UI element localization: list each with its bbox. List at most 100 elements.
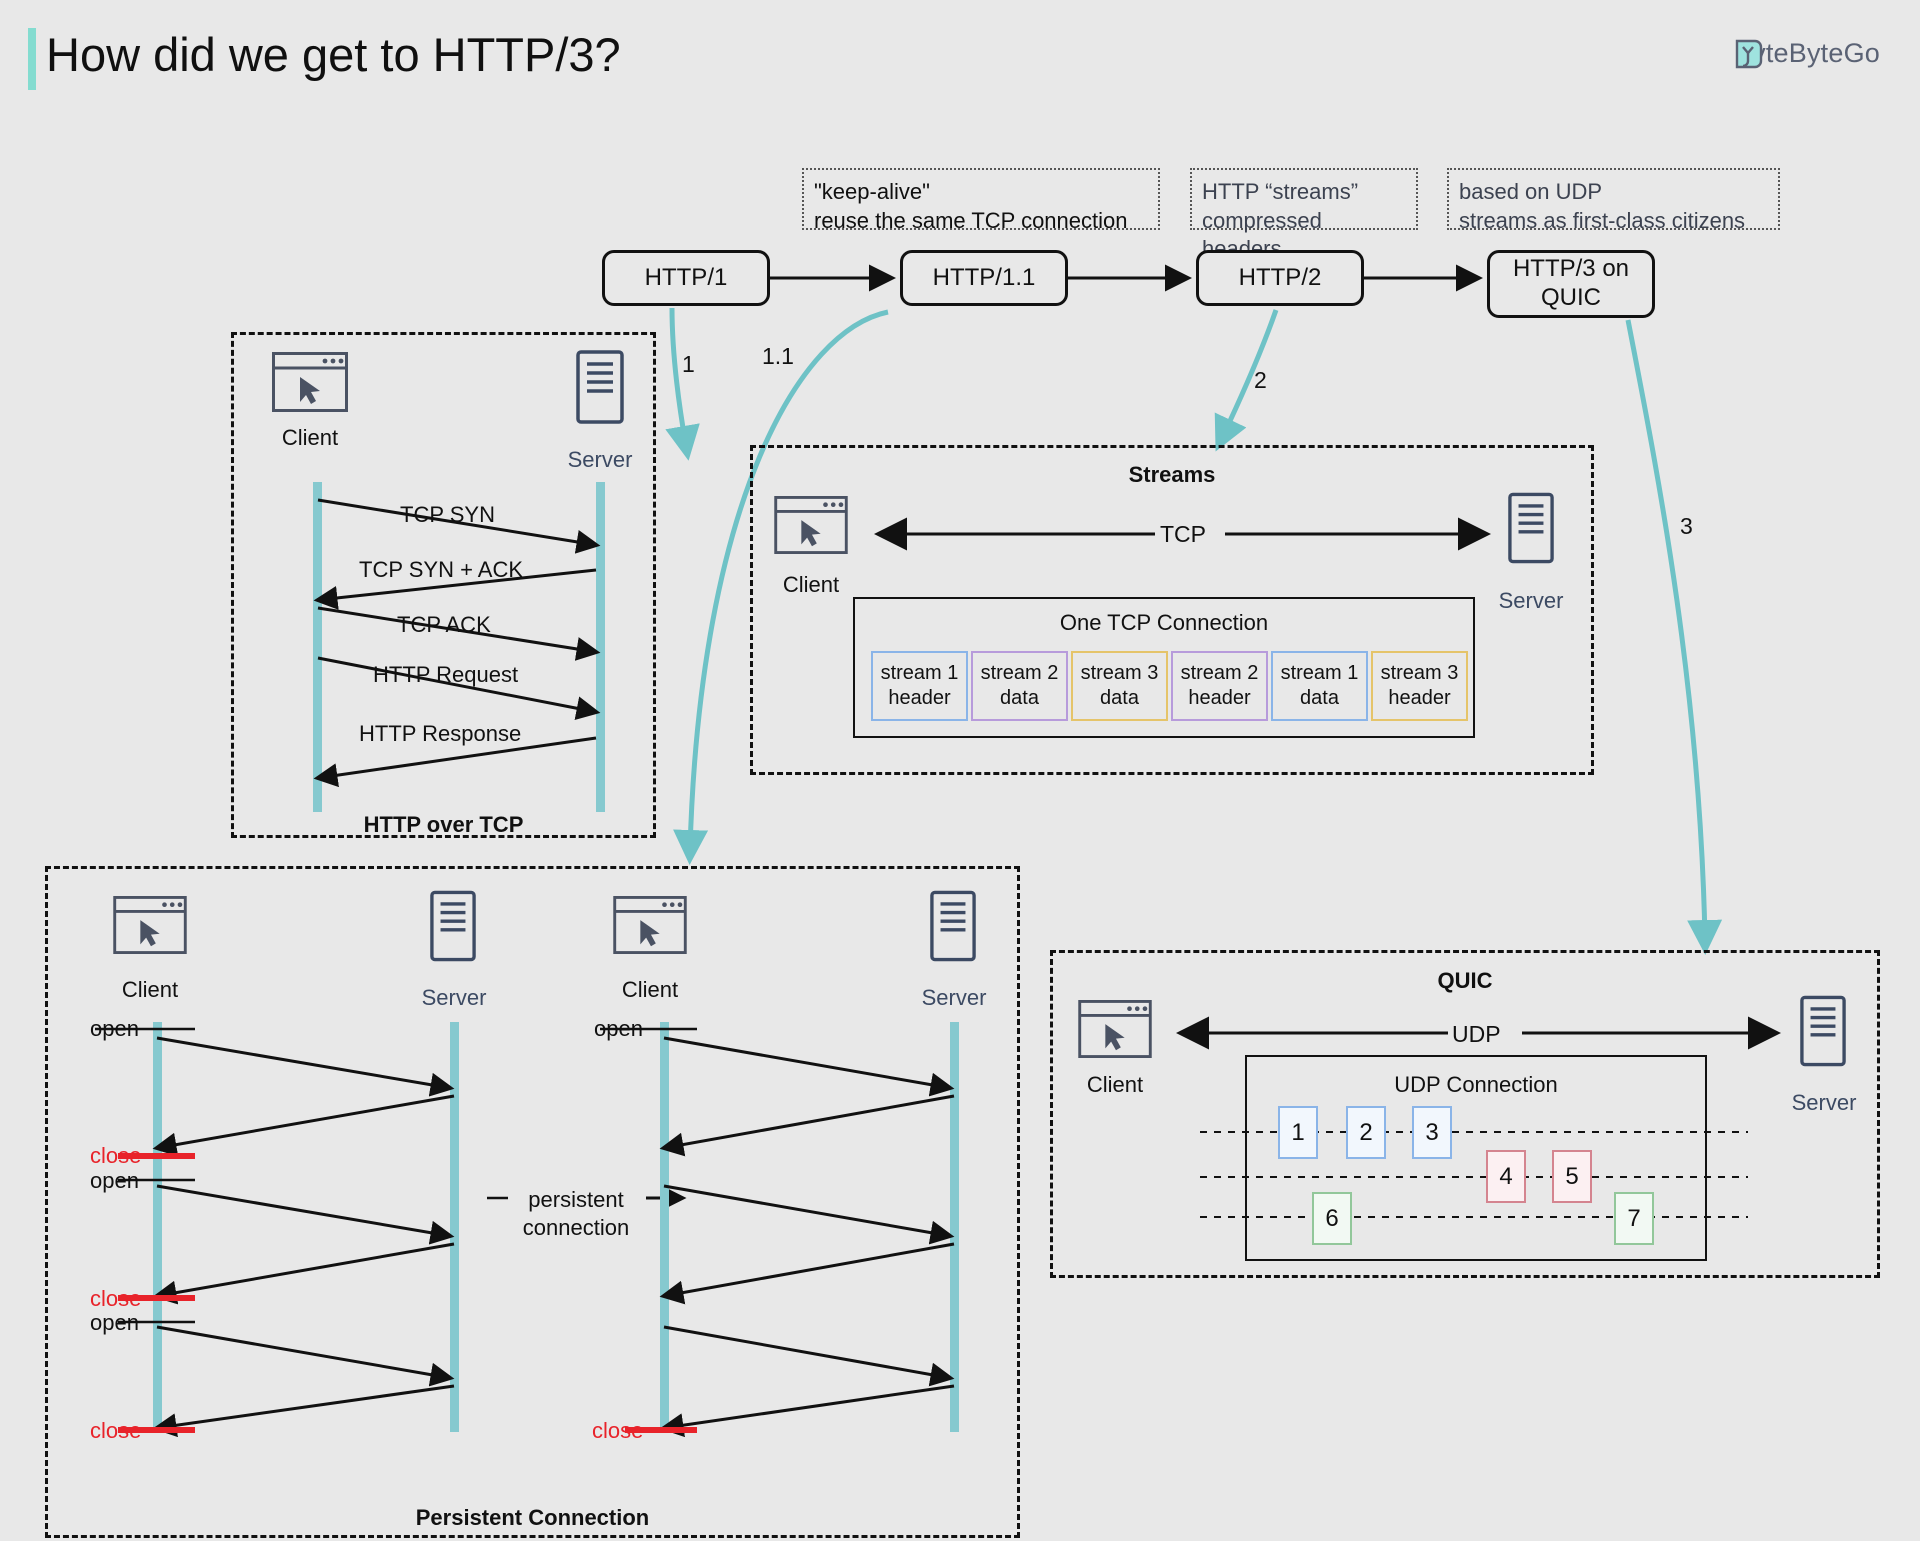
stream-chip-4-name: stream 2 bbox=[1180, 662, 1259, 684]
quic-transport-label-text: UDP bbox=[1452, 1021, 1501, 1047]
stream-chip-5-name: stream 1 bbox=[1280, 662, 1359, 684]
flow-node-http11-label: HTTP/1.1 bbox=[932, 263, 1036, 291]
client-label-http-tcp: Client bbox=[281, 425, 339, 450]
msg-http-request: HTTP Request bbox=[373, 662, 519, 687]
lifeline-client-persistent-right bbox=[660, 1022, 669, 1432]
stream-chip-1-name: stream 1 bbox=[880, 662, 959, 684]
client-label-persistent-left: Client bbox=[121, 977, 179, 1002]
lifeline-client-http-tcp bbox=[313, 482, 322, 812]
flow-node-http3-on-quic[interactable]: HTTP/3 on QUIC bbox=[1487, 250, 1655, 318]
panel-streams bbox=[750, 445, 1594, 775]
quic-packet-1: 1 bbox=[1278, 1106, 1318, 1159]
quic-packet-5: 5 bbox=[1552, 1150, 1592, 1203]
flow-node-http2-label: HTTP/2 bbox=[1238, 263, 1322, 291]
quic-packet-6: 6 bbox=[1312, 1192, 1352, 1245]
event-open-left-2: open bbox=[90, 1168, 139, 1193]
msg-tcp-ack: TCP ACK bbox=[397, 612, 491, 637]
note-keep-alive-line2: reuse the same TCP connection bbox=[814, 207, 1128, 233]
panel-quic-title: QUIC bbox=[1437, 968, 1493, 993]
stream-chip-4-kind: header bbox=[1188, 687, 1251, 709]
server-label-streams: Server bbox=[1498, 588, 1564, 613]
note-keep-alive: "keep-alive" reuse the same TCP connecti… bbox=[802, 168, 1160, 233]
curve-label-2: 2 bbox=[1254, 367, 1267, 393]
msg-http-response: HTTP Response bbox=[359, 721, 522, 746]
note-keep-alive-line1: "keep-alive" bbox=[814, 179, 930, 204]
server-label-persistent-left: Server bbox=[421, 985, 487, 1010]
quic-packet-4: 4 bbox=[1486, 1150, 1526, 1203]
server-label-quic: Server bbox=[1791, 1090, 1857, 1115]
client-label-streams: Client bbox=[782, 572, 840, 597]
note-http-streams: HTTP “streams” compressed headers bbox=[1190, 168, 1418, 261]
event-close-right-1: close bbox=[592, 1418, 644, 1443]
event-open-left-1: open bbox=[90, 1016, 139, 1041]
panel-http-over-tcp bbox=[231, 332, 656, 838]
stream-chip-6-name: stream 3 bbox=[1380, 662, 1459, 684]
client-browser-icon-streams bbox=[774, 496, 848, 554]
stream-chip-1-kind: header bbox=[888, 687, 951, 709]
msg-tcp-syn-ack: TCP SYN + ACK bbox=[359, 557, 524, 582]
lifeline-server-http-tcp bbox=[596, 482, 605, 812]
client-label-quic: Client bbox=[1086, 1072, 1144, 1097]
curve-label-3: 3 bbox=[1680, 513, 1693, 539]
flow-node-http1[interactable]: HTTP/1 bbox=[602, 250, 770, 306]
quic-packet-2: 2 bbox=[1346, 1106, 1386, 1159]
stream-chip-4: stream 2 header bbox=[1171, 651, 1268, 721]
note-based-on-udp-line2: streams as first-class citizens bbox=[1459, 207, 1746, 233]
flow-node-http1-label: HTTP/1 bbox=[644, 263, 728, 291]
page-header: How did we get to HTTP/3? ByteByteGo bbox=[0, 0, 1920, 120]
page-title: How did we get to HTTP/3? bbox=[46, 28, 621, 81]
curve-2 bbox=[1214, 309, 1279, 452]
caption-http-over-tcp: HTTP over TCP bbox=[363, 812, 524, 837]
client-label-persistent-right: Client bbox=[621, 977, 679, 1002]
stream-chip-3-name: stream 3 bbox=[1080, 662, 1159, 684]
curve-label-1: 1 bbox=[682, 351, 695, 377]
one-tcp-connection-title: One TCP Connection bbox=[1059, 610, 1269, 635]
quic-packet-3: 3 bbox=[1412, 1106, 1452, 1159]
curve-1 bbox=[665, 307, 700, 461]
bytebytego-logo-icon bbox=[1735, 39, 1763, 69]
one-tcp-connection-box bbox=[853, 597, 1475, 738]
event-open-right-1: open bbox=[594, 1016, 643, 1041]
flow-node-http11[interactable]: HTTP/1.1 bbox=[900, 250, 1068, 306]
persistent-connection-note: persistent connection bbox=[506, 1186, 646, 1241]
note-based-on-udp: based on UDP streams as first-class citi… bbox=[1447, 168, 1780, 233]
lifeline-client-persistent-left bbox=[153, 1022, 162, 1432]
stream-chip-2-kind: data bbox=[1000, 687, 1039, 709]
stream-chip-1: stream 1 header bbox=[871, 651, 968, 721]
curve-1-1 bbox=[673, 309, 889, 865]
client-browser-icon-persistent-right bbox=[613, 896, 687, 954]
stream-chip-3: stream 3 data bbox=[1071, 651, 1168, 721]
quic-packet-7: 7 bbox=[1614, 1192, 1654, 1245]
streams-transport-label-text: TCP bbox=[1160, 521, 1206, 547]
client-browser-icon-persistent-left bbox=[113, 896, 187, 954]
stream-chip-2-name: stream 2 bbox=[980, 662, 1059, 684]
server-icon-persistent-right bbox=[930, 890, 976, 962]
client-browser-icon-quic bbox=[1078, 1000, 1152, 1058]
lifeline-server-persistent-right bbox=[950, 1022, 959, 1432]
note-http-streams-line1: HTTP “streams” bbox=[1202, 179, 1359, 204]
msg-tcp-syn: TCP SYN bbox=[400, 502, 495, 527]
panel-streams-title: Streams bbox=[1128, 462, 1216, 487]
server-icon-streams bbox=[1508, 492, 1554, 564]
event-close-left-3: close bbox=[90, 1418, 142, 1443]
stream-chip-5-kind: data bbox=[1300, 687, 1339, 709]
panel-persistent-connection bbox=[45, 866, 1020, 1538]
curve-3 bbox=[1625, 319, 1723, 955]
stream-chip-5: stream 1 data bbox=[1271, 651, 1368, 721]
event-close-left-1: close bbox=[90, 1143, 142, 1168]
udp-connection-box bbox=[1245, 1055, 1707, 1261]
stream-chip-3-kind: data bbox=[1100, 687, 1139, 709]
flow-node-http3-label-line1: HTTP/3 on bbox=[1512, 255, 1630, 283]
server-icon-persistent-left bbox=[430, 890, 476, 962]
persistent-note-line1: persistent bbox=[528, 1187, 624, 1212]
flow-node-http2[interactable]: HTTP/2 bbox=[1196, 250, 1364, 306]
stream-chip-6-kind: header bbox=[1388, 687, 1451, 709]
stream-chip-2: stream 2 data bbox=[971, 651, 1068, 721]
curve-label-1-1: 1.1 bbox=[762, 343, 794, 369]
server-icon-http-tcp bbox=[576, 350, 624, 424]
